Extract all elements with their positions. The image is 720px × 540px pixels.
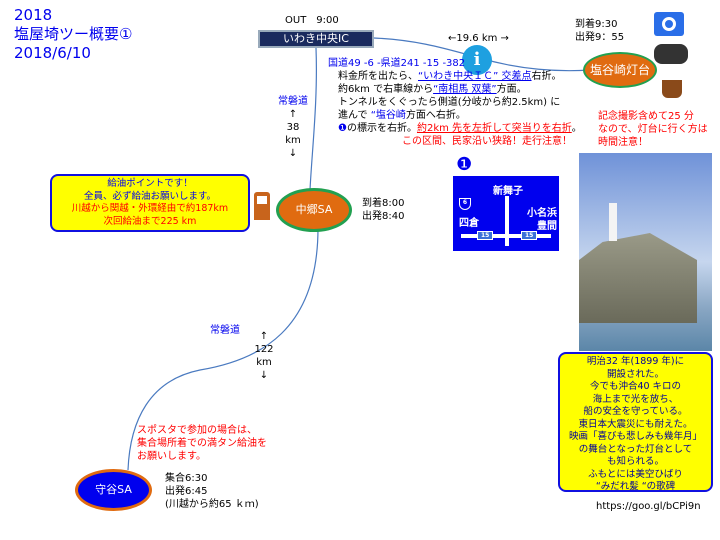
lighthouse-node: 塩谷崎灯台: [583, 52, 657, 88]
lighthouse-arrive: 到着9:30: [575, 19, 618, 30]
segment1-distance: 38 km: [285, 122, 301, 146]
road-numbers: 国道49 -6 -県道241 -15 -382: [328, 58, 466, 69]
map-link[interactable]: https://goo.gl/bCPi9n: [596, 501, 701, 512]
tour-name: 塩屋埼ツー概要①: [14, 25, 133, 43]
fuel-line: 全員、必ず給油お願いします。: [83, 190, 217, 202]
history-line: 船の安全を守っている。: [583, 406, 688, 417]
dir-warning: 約2km 先を左折して突当りを右折: [416, 123, 572, 134]
history-line: ふもとには美空ひばり: [588, 468, 683, 480]
lighthouse-photo: [579, 153, 712, 351]
sign-number-icon: ❶: [338, 123, 347, 134]
page-title: 2018 塩屋埼ツー概要① 2018/6/10: [14, 6, 132, 63]
dir-text: 方面へ右折。: [405, 110, 466, 121]
lighthouse-times: 到着9:30 出発9：55: [575, 18, 624, 44]
history-line: 開設された。: [606, 368, 664, 380]
note-line: 記念撮影含めて25 分: [598, 111, 694, 122]
narrow-road-warning: この区間、民家沿い狭路！走行注意！: [402, 136, 572, 147]
note-line: 時間注意！: [598, 137, 648, 148]
sign-arrow-vertical: [505, 196, 509, 246]
note-line: 集合場所着での満タン給油を: [137, 438, 267, 449]
info-icon: i: [462, 45, 492, 75]
fuel-line: 川越から関越・外環経由で約187km: [71, 203, 229, 214]
fuel-line: 次回給油まで225 km: [103, 215, 197, 227]
year: 2018: [14, 6, 53, 24]
history-line: 明治32 年(1899 年)に: [586, 356, 685, 367]
nakago-times: 到着8:00 出発8:40: [362, 197, 404, 223]
history-line: 今でも沖合40 キロの: [589, 381, 682, 392]
dir-highlight: “塩谷崎: [370, 110, 406, 121]
sign-east: 小名浜: [527, 208, 557, 219]
nakago-arrive: 到着8:00: [362, 198, 405, 209]
sign-number: ❶: [456, 154, 473, 175]
coffee-icon: [662, 80, 682, 98]
history-box: 明治32 年(1899 年)に 開設された。 今でも沖合40 キロの 海上まで光…: [558, 352, 713, 492]
binoculars-icon: [654, 44, 688, 64]
iwaki-ic-box: いわき中央IC: [258, 30, 374, 48]
dir-text: の標示を右折。: [346, 123, 417, 134]
segment2-road: 常磐道: [210, 325, 240, 336]
date: 2018/6/10: [14, 44, 91, 62]
camera-icon: [654, 12, 684, 36]
note-line: スポスタで参加の場合は、: [137, 425, 257, 436]
history-line: 映画「喜びも悲しみも幾年月」: [568, 431, 702, 442]
moriya-depart: 出発6:45: [165, 486, 208, 497]
moriya-note: スポスタで参加の場合は、 集合場所着での満タン給油を お願いします。: [137, 424, 267, 463]
sign-east2: 豊間: [537, 221, 557, 232]
dir-text: 。: [571, 123, 582, 134]
history-line: も知られる。: [606, 456, 664, 467]
fuel-line: 給油ポイントです！: [107, 178, 193, 189]
dir-text: トンネルをくぐったら側道(分岐から約2.5km) に: [338, 97, 561, 108]
dir-highlight: “いわき中央ＩＣ” 交差点: [418, 71, 532, 82]
note-line: お願いします。: [137, 451, 206, 462]
fuel-point-box: 給油ポイントです！ 全員、必ず給油お願いします。 川越から関越・外環経由で約18…: [50, 174, 250, 232]
fuel-pump-icon: [254, 192, 270, 220]
moriya-gather: 集合6:30: [165, 473, 208, 484]
moriya-sa-node: 守谷SA: [75, 469, 152, 511]
note-line: なので、灯台に行く方は: [598, 124, 708, 135]
distance-ic-lighthouse: ←19.6 km →: [448, 33, 509, 44]
segment1-road: 常磐道: [278, 96, 308, 107]
lighthouse-depart: 出発9：55: [575, 32, 625, 43]
dir-highlight: “南相馬 双葉”: [433, 84, 497, 95]
history-line: の舞台となった灯台として: [578, 443, 693, 455]
road-shield: 15: [477, 231, 494, 240]
moriya-times: 集合6:30 出発6:45 (川越から約65 ｋｍ): [165, 472, 259, 511]
route-shield: 6: [459, 198, 471, 210]
dir-text: 約6km で右車線から: [338, 84, 434, 95]
sign-arrow-horizontal: [461, 234, 551, 238]
dir-text: 方面。: [496, 84, 527, 95]
dir-text: 進んで: [338, 110, 371, 121]
lighthouse-note: 記念撮影含めて25 分 なので、灯台に行く方は 時間注意！: [598, 110, 708, 149]
dir-text: 料金所を出たら、: [338, 71, 418, 82]
history-line: “みだれ髪 “の歌碑: [595, 481, 676, 492]
sign-north: 新舞子: [493, 186, 523, 197]
nakago-sa-node: 中郷SA: [276, 188, 352, 232]
nakago-depart: 出発8:40: [362, 211, 405, 222]
history-line: 海上まで光を放ち、: [592, 393, 679, 405]
road-shield: 15: [521, 231, 538, 240]
out-time: OUT 9:00: [285, 15, 339, 26]
segment2-label: ↑122 km↓: [248, 330, 280, 382]
segment1-label: 常磐道 ↑ 38 km ↓: [278, 96, 308, 159]
history-line: 東日本大震災にも耐えた。: [578, 418, 693, 430]
road-sign: 新舞子 6 四倉 小名浜 豊間 15 15: [453, 176, 559, 251]
sign-west: 四倉: [459, 218, 479, 229]
dir-text: 右折。: [531, 71, 562, 82]
segment2-distance: 122 km: [254, 344, 274, 368]
route-directions: 国道49 -6 -県道241 -15 -382 料金所を出たら、“いわき中央ＩＣ…: [328, 57, 598, 148]
moriya-distance: (川越から約65 ｋｍ): [165, 499, 259, 510]
